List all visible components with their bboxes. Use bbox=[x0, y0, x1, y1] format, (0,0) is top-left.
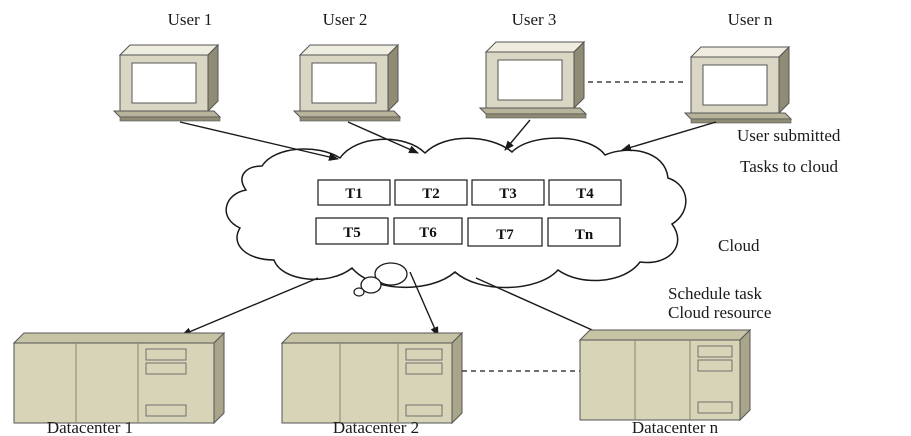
task-label: T1 bbox=[345, 186, 363, 202]
task-box bbox=[467, 217, 543, 247]
schedule-note-line2: Cloud resource bbox=[668, 303, 771, 322]
task-label: T5 bbox=[343, 225, 361, 241]
schedule-note-line1: Schedule task bbox=[668, 284, 762, 303]
submitted-note-line1: User submitted bbox=[737, 126, 841, 145]
task-label: T2 bbox=[422, 186, 440, 202]
task-box bbox=[317, 179, 391, 206]
task-label: T3 bbox=[499, 186, 517, 202]
task-box bbox=[548, 179, 622, 206]
datacenter-icon bbox=[578, 328, 752, 422]
computer-icon bbox=[112, 43, 222, 122]
task-box bbox=[393, 217, 463, 245]
task-label: Tn bbox=[575, 227, 594, 243]
cloud-bubble bbox=[353, 287, 365, 297]
arrow-cloud-to-datacenter2 bbox=[409, 271, 439, 337]
arrow-cloud-to-datacenter1 bbox=[181, 277, 319, 336]
computer-icon bbox=[292, 43, 402, 122]
cloud-bubble bbox=[374, 262, 408, 286]
cloud-bubble bbox=[360, 276, 382, 294]
arrow-user3-to-cloud bbox=[504, 119, 531, 151]
datacenter-label-n: Datacenter n bbox=[632, 418, 719, 436]
datacenter-label-1: Datacenter 1 bbox=[47, 418, 133, 436]
task-label: T7 bbox=[496, 227, 514, 243]
datacenter-icon bbox=[280, 331, 464, 425]
user-label-3: User 3 bbox=[512, 10, 557, 29]
task-box bbox=[471, 179, 545, 206]
user-label-1: User 1 bbox=[168, 10, 213, 29]
cloud-shape bbox=[225, 137, 687, 289]
task-label: T6 bbox=[419, 225, 437, 241]
cloud-label: Cloud bbox=[718, 236, 760, 255]
computer-icon bbox=[478, 40, 588, 119]
arrow-cloud-to-datacentern bbox=[475, 277, 611, 339]
task-box bbox=[315, 217, 389, 245]
datacenter-icon bbox=[12, 331, 226, 425]
arrow-user1-to-cloud bbox=[179, 121, 339, 161]
user-label-n: User n bbox=[728, 10, 773, 29]
arrow-usern-to-cloud bbox=[621, 121, 717, 152]
task-label: T4 bbox=[576, 186, 594, 202]
submitted-note-line2: Tasks to cloud bbox=[740, 157, 838, 176]
task-box bbox=[394, 179, 468, 206]
task-box bbox=[547, 217, 621, 247]
datacenter-label-2: Datacenter 2 bbox=[333, 418, 419, 436]
arrow-user2-to-cloud bbox=[347, 121, 419, 154]
computer-icon bbox=[683, 45, 793, 124]
user-label-2: User 2 bbox=[323, 10, 368, 29]
